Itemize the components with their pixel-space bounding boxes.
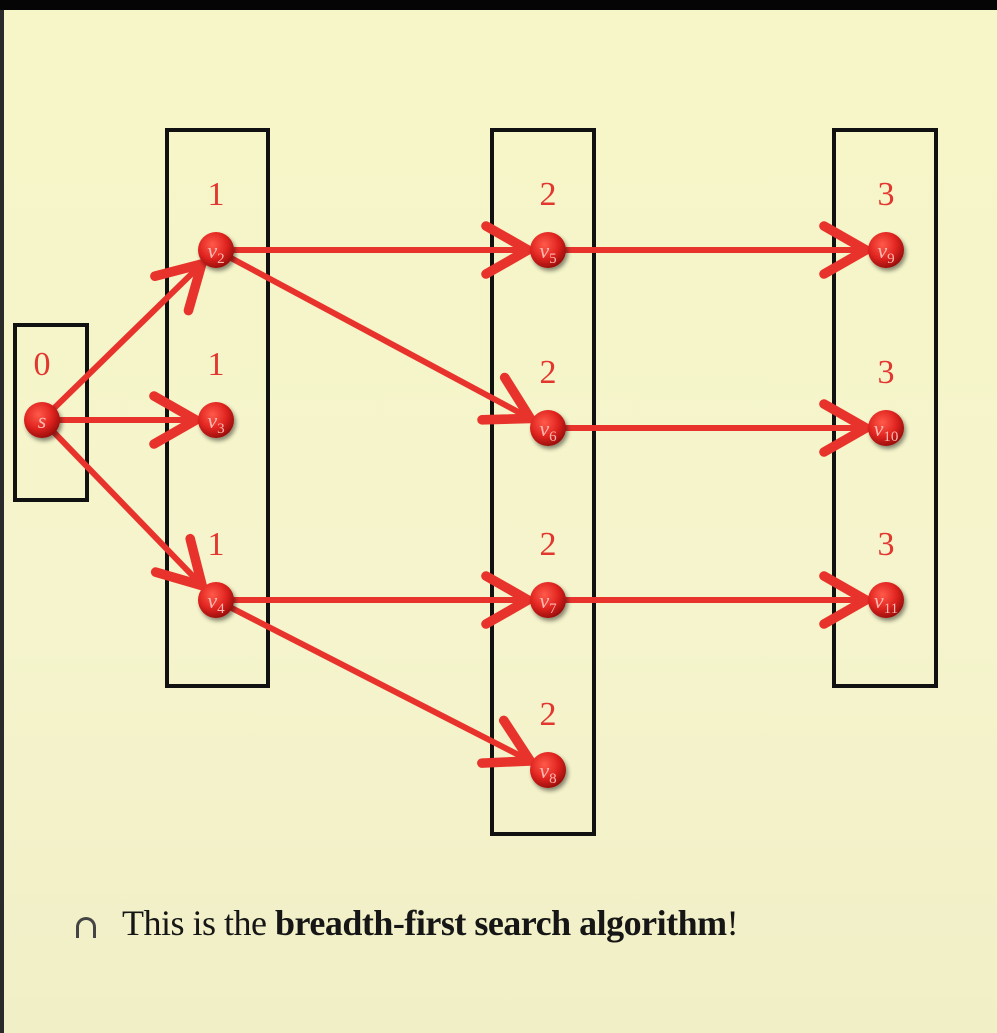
box-level-0: [13, 323, 89, 502]
caption-prefix: This is the: [122, 903, 275, 943]
level-number: 1: [208, 526, 225, 563]
node-circle: [530, 410, 566, 446]
box-level-2: [490, 128, 596, 836]
level-number: 1: [208, 346, 225, 383]
node-circle: [868, 410, 904, 446]
node-circle: [868, 582, 904, 618]
level-number: 2: [540, 526, 557, 563]
node-circle: [24, 402, 60, 438]
node-v5: v52: [530, 176, 566, 268]
level-number: 3: [878, 526, 895, 563]
node-v9: v93: [868, 176, 904, 268]
edge-v2-v6: [228, 255, 536, 425]
level-number: 2: [540, 354, 557, 391]
top-border: [0, 0, 997, 10]
node-v6: v62: [530, 354, 566, 446]
caption-text: This is the breadth-first search algorit…: [122, 902, 739, 944]
edge-s-v2: [51, 259, 207, 411]
node-s: s0: [24, 346, 60, 438]
node-circle: [530, 232, 566, 268]
level-number: 2: [540, 696, 557, 733]
caption: This is the breadth-first search algorit…: [76, 898, 739, 948]
node-circle: [198, 232, 234, 268]
edge-v4-v8: [229, 605, 536, 768]
level-number: 1: [208, 176, 225, 213]
edge-s-v4: [51, 429, 207, 591]
node-circle: [198, 402, 234, 438]
level-number: 3: [878, 354, 895, 391]
node-v2: v21: [198, 176, 234, 268]
caption-suffix: !: [726, 903, 739, 943]
node-circle: [530, 582, 566, 618]
left-border: [0, 10, 4, 1033]
level-number: 3: [878, 176, 895, 213]
node-circle: [530, 752, 566, 788]
level-number: 0: [34, 346, 51, 383]
node-v4: v41: [198, 526, 234, 618]
node-v8: v82: [530, 696, 566, 788]
level-number: 2: [540, 176, 557, 213]
node-label: s: [38, 408, 47, 433]
node-circle: [868, 232, 904, 268]
node-v3: v31: [198, 346, 234, 438]
node-circle: [198, 582, 234, 618]
node-v7: v72: [530, 526, 566, 618]
bullet-icon: [76, 916, 96, 938]
caption-bold: breadth-first search algorithm: [275, 903, 727, 943]
